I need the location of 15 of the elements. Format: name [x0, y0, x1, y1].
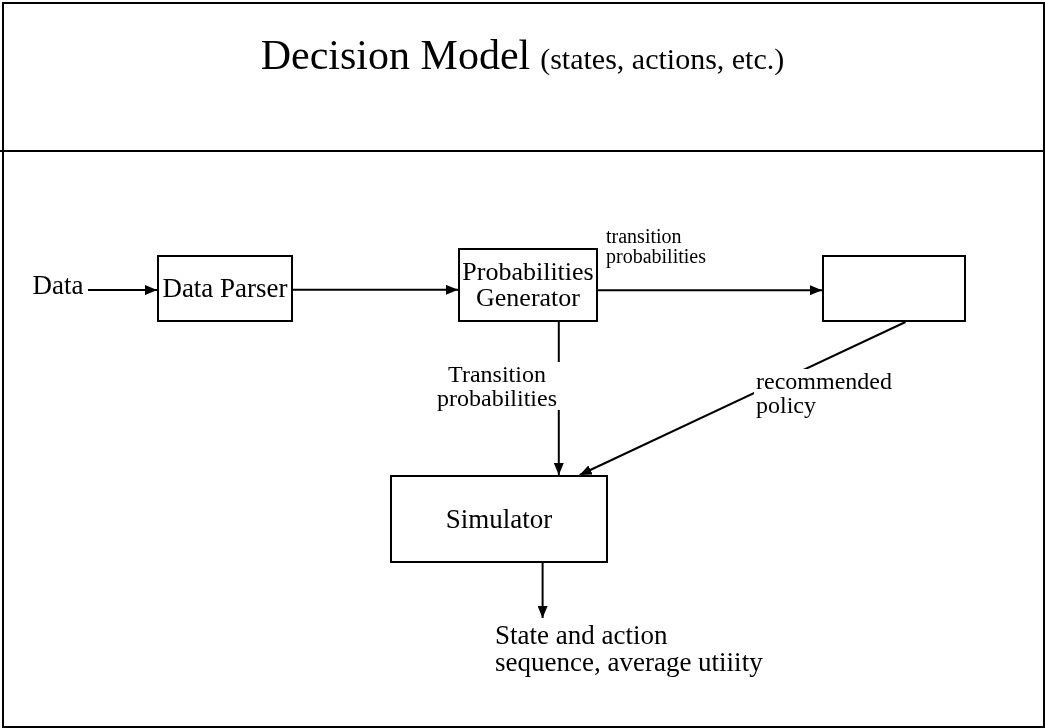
node-label: Data Parser: [162, 275, 288, 302]
arrow: [87, 285, 158, 296]
node-label: Probabilities Generator: [461, 259, 595, 311]
node-label: State and action sequence, average utiiity: [495, 622, 764, 676]
node-label: Data: [32, 271, 84, 299]
process-box: [157, 255, 293, 322]
process-box: [458, 248, 598, 322]
arrow: [537, 562, 548, 619]
process-box: [390, 475, 608, 563]
arrow: [292, 284, 459, 295]
subtitle-text: (states, actions, etc.): [540, 44, 785, 74]
title-text: Decision Model: [260, 34, 531, 76]
empty-box: [822, 255, 966, 322]
arrow: [597, 285, 823, 296]
node-label: Simulator: [445, 505, 553, 533]
